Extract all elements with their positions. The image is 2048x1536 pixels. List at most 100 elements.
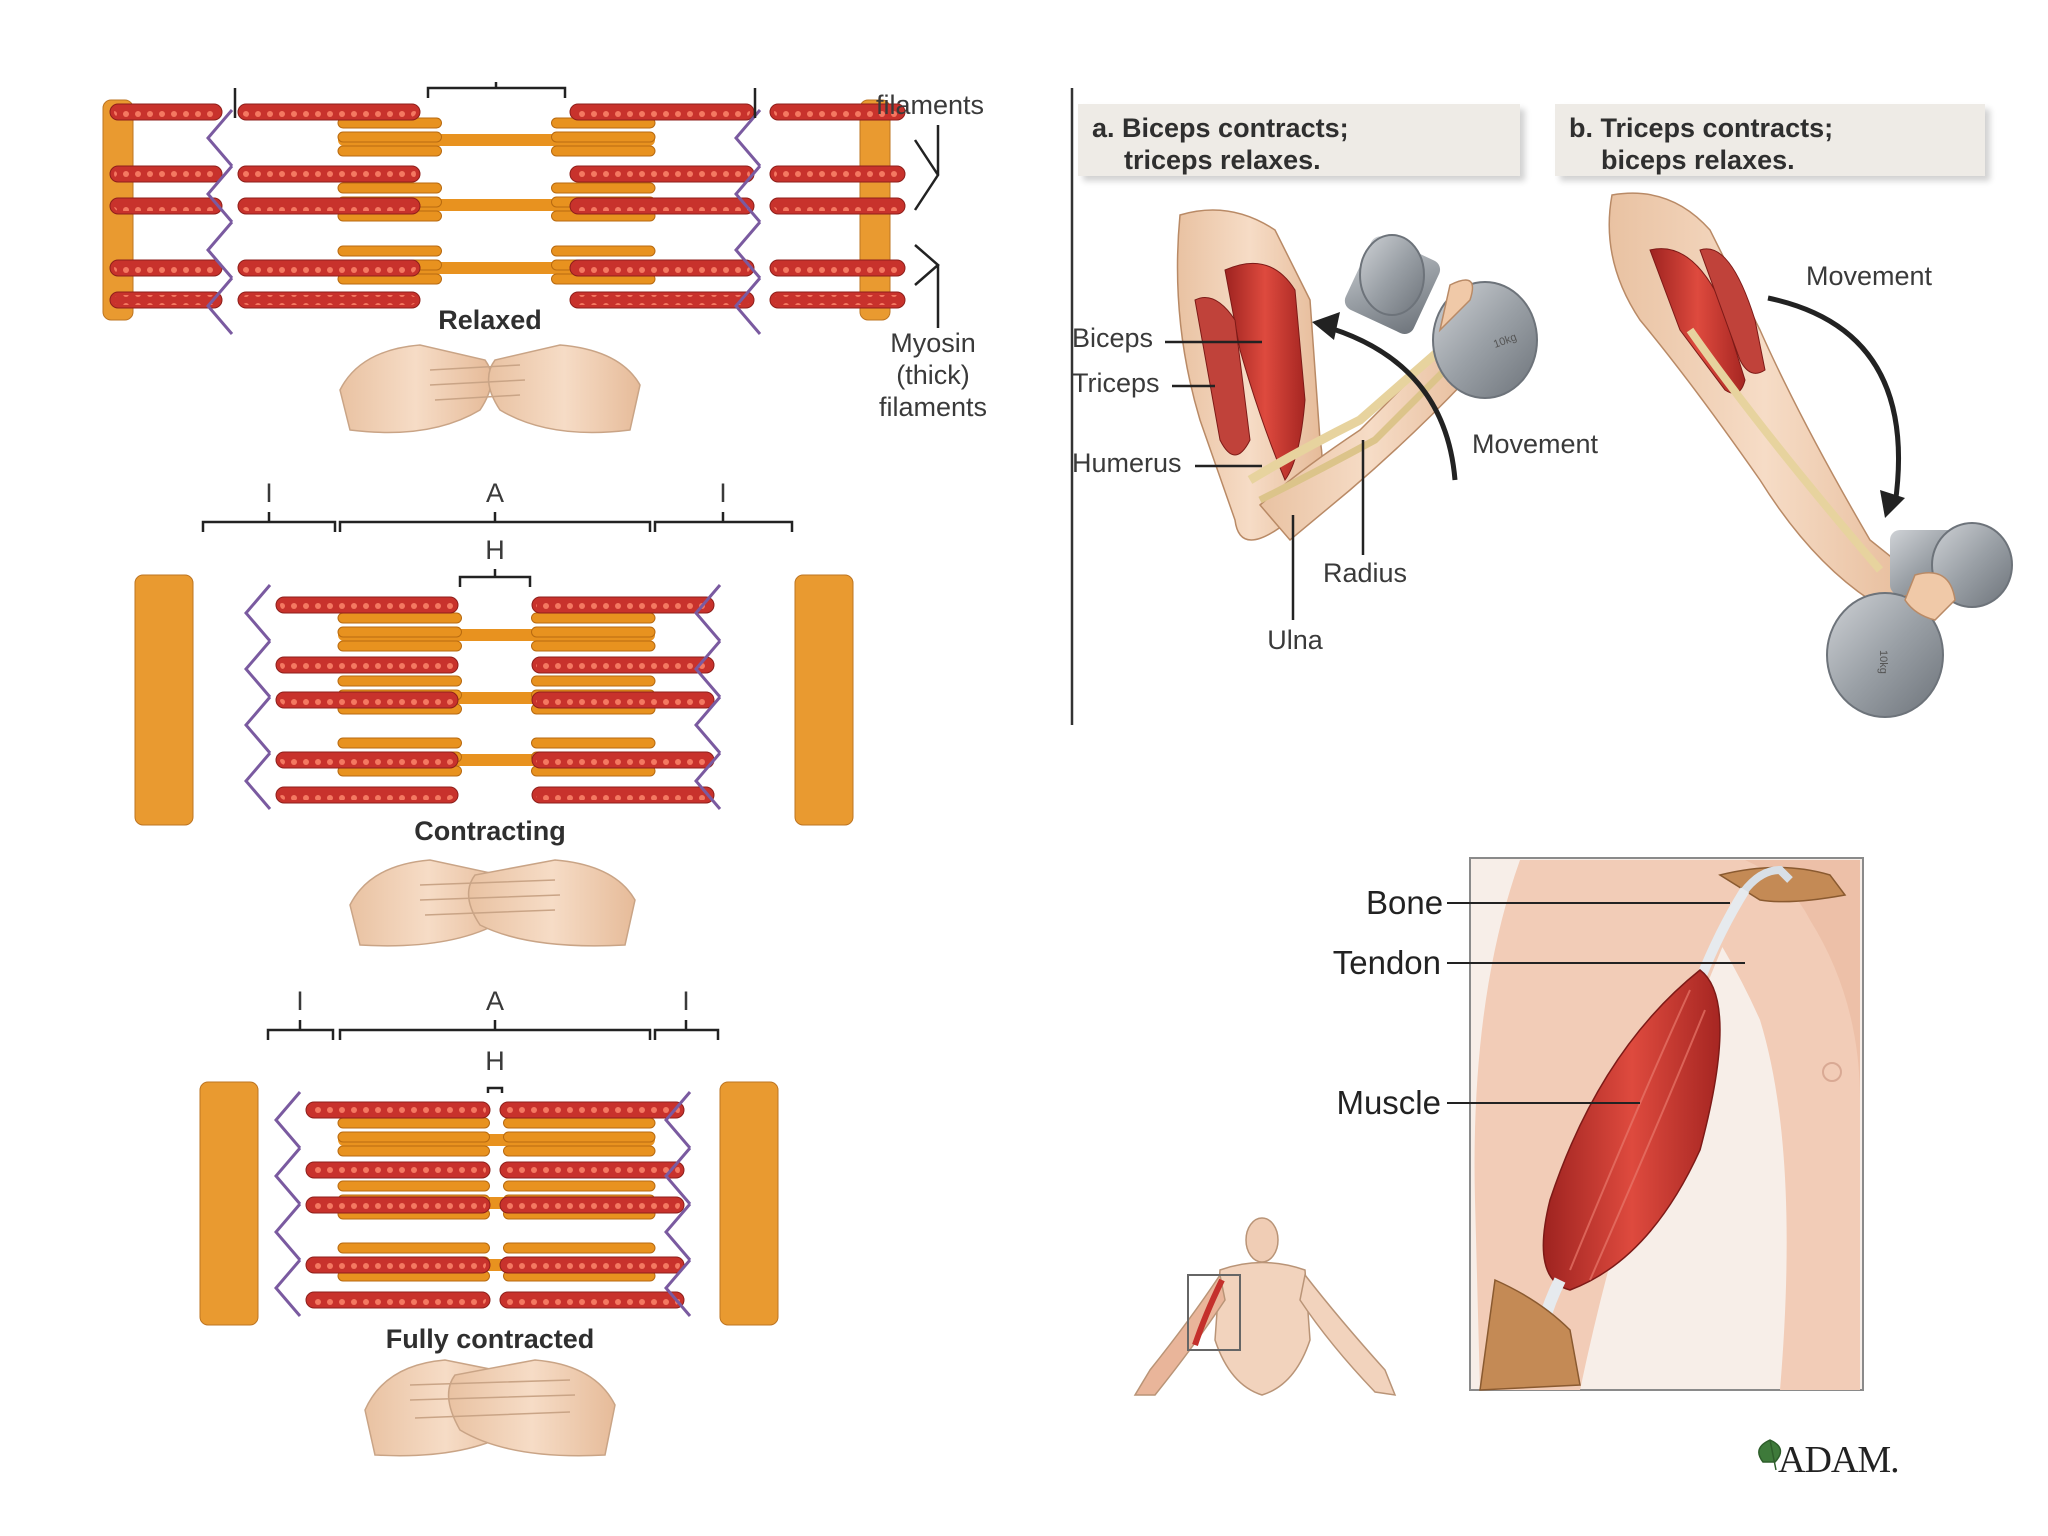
arm-a-leaders — [1165, 340, 1365, 620]
myosin-head-row — [337, 1242, 490, 1254]
actin-beads — [114, 169, 218, 179]
actin-beads — [574, 295, 750, 305]
myosin-head-row — [337, 626, 462, 638]
z-disc — [664, 1091, 692, 1317]
actin-beads — [504, 1165, 680, 1175]
fully-zone-h: H — [485, 1046, 505, 1076]
actin-beads — [536, 790, 710, 800]
actin-beads — [774, 263, 901, 273]
myosin-head-row — [503, 1242, 656, 1254]
actin-beads — [536, 755, 710, 765]
muscle-label: Muscle — [1336, 1084, 1441, 1121]
adam-logo-leaf-icon — [1758, 1439, 1782, 1471]
myosin-head-row — [337, 245, 442, 257]
actin-beads — [504, 1200, 680, 1210]
adam-leaders — [1447, 902, 1745, 1104]
relaxed-brackets — [233, 82, 940, 328]
actin-beads — [242, 107, 416, 117]
movement-arrowhead-b — [1880, 490, 1905, 518]
fully-band-i-left: I — [296, 986, 304, 1016]
actin-beads — [574, 169, 750, 179]
edge-myosin-block — [794, 574, 854, 826]
z-disc — [734, 109, 762, 335]
myosin-head-row — [551, 182, 656, 194]
contracting-band-i-right: I — [719, 478, 727, 508]
myosin-head-row — [337, 1131, 490, 1143]
panel-a-title: a. Biceps contracts; triceps relaxes. — [1078, 104, 1520, 176]
myosin-head-row — [503, 1131, 656, 1143]
myosin-head-row — [531, 612, 656, 624]
myosin-head-row — [503, 1117, 656, 1129]
triceps-label: Triceps — [1072, 368, 1160, 398]
radius-label: Radius — [1322, 558, 1408, 588]
actin-beads — [242, 169, 416, 179]
actin-beads — [114, 201, 218, 211]
myosin-label-line2: (thick) — [896, 360, 970, 390]
actin-beads — [536, 660, 710, 670]
edge-myosin-block — [134, 574, 194, 826]
actin-beads — [280, 695, 454, 705]
myosin-head-row — [531, 626, 656, 638]
myosin-head-row — [337, 1145, 490, 1157]
movement-a-label: Movement — [1472, 429, 1599, 459]
actin-beads — [280, 790, 454, 800]
myosin-head-row — [337, 1117, 490, 1129]
actin-beads — [574, 107, 750, 117]
actin-beads — [280, 600, 454, 610]
myosin-head-row — [551, 145, 656, 157]
hands-relaxed — [339, 344, 641, 434]
actin-beads — [242, 201, 416, 211]
band-brackets — [201, 512, 794, 1093]
biceps-label: Biceps — [1072, 323, 1154, 353]
z-disc — [206, 109, 234, 335]
myosin-head-row — [337, 182, 442, 194]
arm-b-illustration — [1608, 192, 2013, 718]
relaxed-title: Relaxed — [438, 305, 542, 335]
actin-beads — [280, 755, 454, 765]
actin-beads — [242, 263, 416, 273]
contracting-zone-h: H — [485, 535, 505, 565]
myosin-label-line3: filaments — [878, 392, 988, 422]
humerus-label: Humerus — [1072, 448, 1182, 478]
bone-label: Bone — [1366, 884, 1444, 921]
z-disc — [694, 584, 722, 810]
z-disc — [274, 1091, 302, 1317]
fully-band-a: A — [485, 986, 505, 1016]
actin-label-tail: filaments — [876, 90, 985, 120]
body-figure — [1133, 1217, 1397, 1396]
ulna-label: Ulna — [1267, 625, 1323, 655]
panel-b-title-line1: b. Triceps contracts; — [1569, 113, 1834, 143]
hands-contracting — [349, 859, 636, 947]
actin-beads — [774, 107, 901, 117]
movement-arrowhead-a — [1312, 312, 1340, 340]
myosin-head-row — [551, 131, 656, 143]
actin-beads — [774, 169, 901, 179]
actin-beads — [114, 107, 218, 117]
adam-panel — [1469, 857, 1864, 1391]
panel-a-title-line2: triceps relaxes. — [1124, 145, 1321, 175]
myosin-head-row — [531, 675, 656, 687]
actin-beads — [310, 1295, 486, 1305]
myosin-head-row — [503, 1145, 656, 1157]
movement-b-label: Movement — [1806, 261, 1933, 291]
actin-beads — [574, 263, 750, 273]
myosin-label: Myosin (thick) filaments — [879, 327, 987, 423]
movement-arrow-b — [1767, 295, 1901, 506]
actin-beads — [310, 1165, 486, 1175]
actin-beads — [504, 1260, 680, 1270]
tendon-label: Tendon — [1332, 944, 1441, 981]
adam-logo: ADAM. — [1778, 1439, 1900, 1481]
actin-beads — [114, 295, 218, 305]
movement-arrow-a — [1319, 322, 1458, 481]
myosin-head-row — [337, 145, 442, 157]
fully-band-i-right: I — [682, 986, 690, 1016]
panel-b-title: b. Triceps contracts; biceps relaxes. — [1555, 104, 1985, 176]
actin-beads — [536, 695, 710, 705]
actin-beads — [504, 1105, 680, 1115]
edge-myosin-block — [719, 1081, 779, 1326]
fully-contracted-title: Fully contracted — [385, 1324, 595, 1354]
actin-beads — [774, 295, 901, 305]
arm-a-illustration — [1176, 209, 1538, 542]
myosin-head-row — [531, 737, 656, 749]
